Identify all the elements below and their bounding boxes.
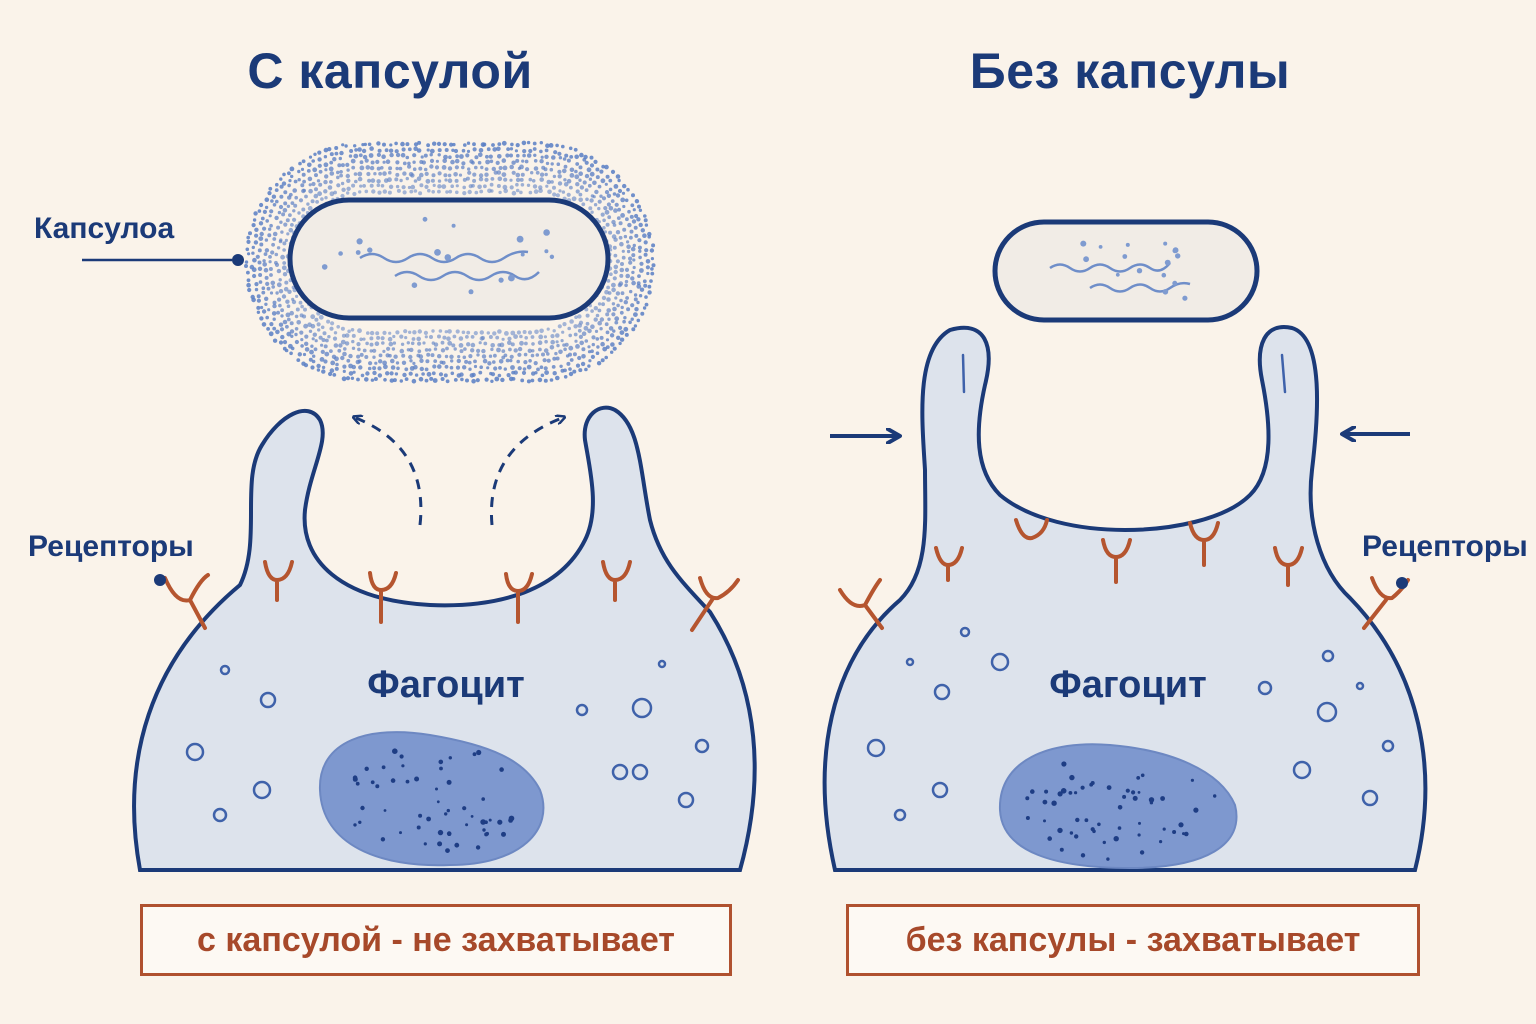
- escape-arrow-right: [489, 418, 562, 526]
- result-text-without-capsule: без капсулы - захватывает: [905, 920, 1361, 959]
- phagocyte-right-vesicles: [866, 626, 1395, 822]
- phagocyte-left-nucleus: [318, 731, 545, 867]
- receptors-label-right: Рецепторы: [1362, 530, 1528, 563]
- bare-bacterium: [992, 219, 1260, 323]
- result-box-with-capsule: с капсулой - не захватывает: [140, 904, 732, 976]
- result-box-without-capsule: без капсулы - захватывает: [846, 904, 1420, 976]
- receptor-callout-dot-right: [1396, 577, 1408, 589]
- phagocyte-left-body: [132, 405, 757, 872]
- receptors-right: [838, 518, 1410, 630]
- left-panel: [82, 140, 757, 872]
- phagocyte-right-body: [822, 325, 1428, 872]
- encapsulated-bacterium: [287, 197, 611, 321]
- phagocyte-right-nucleus: [998, 743, 1238, 870]
- pseudopod-streaks: [961, 353, 1287, 394]
- panel-title-with-capsule: С капсулой: [247, 43, 533, 99]
- phagocyte-label-left: Фагоцит: [367, 664, 525, 706]
- right-panel: [822, 219, 1428, 872]
- capsule-label: Капсулоа: [34, 212, 175, 245]
- receptors-left: [163, 560, 740, 632]
- receptor-callout-dot-left: [154, 574, 166, 586]
- escape-arrow-left: [356, 418, 423, 526]
- phagocyte-label-right: Фагоцит: [1049, 664, 1207, 706]
- result-text-with-capsule: с капсулой - не захватывает: [197, 920, 675, 959]
- phagocyte-left-vesicles: [185, 659, 710, 823]
- panel-title-without-capsule: Без капсулы: [969, 43, 1291, 99]
- receptors-label-left: Рецепторы: [28, 530, 194, 563]
- capsule-callout-line: [82, 254, 244, 266]
